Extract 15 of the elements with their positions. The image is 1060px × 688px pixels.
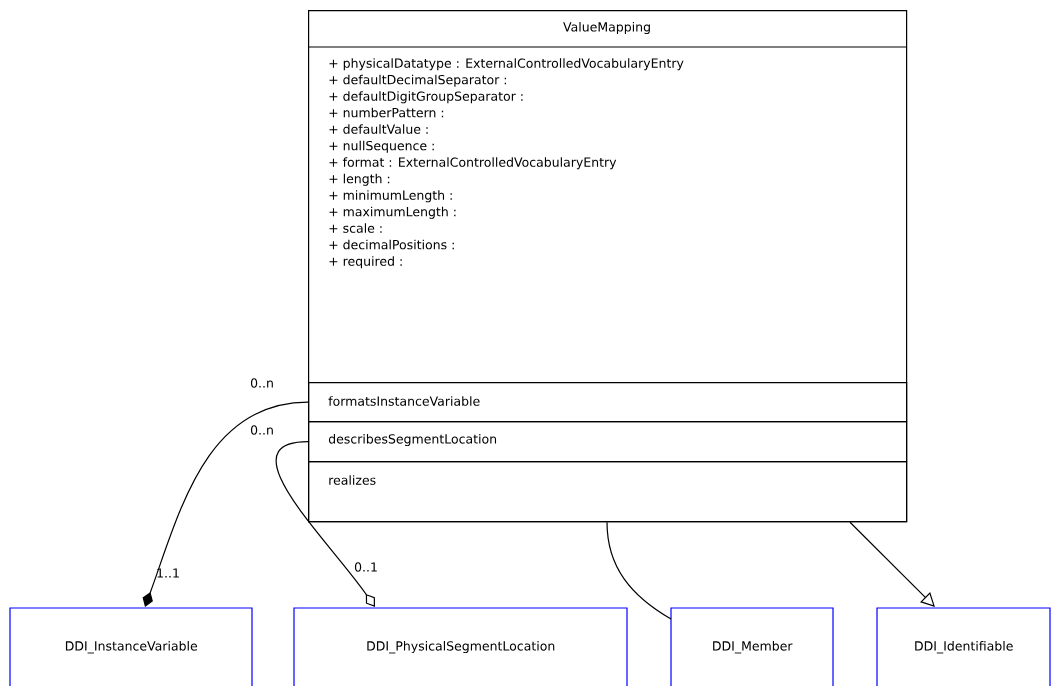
multiplicity-label: 1..1	[157, 568, 179, 578]
class-box: DDI_Identifiable	[876, 607, 1051, 687]
class-box: DDI_Member	[670, 607, 834, 687]
association-line	[275, 441, 375, 607]
compartment: realizes	[308, 461, 908, 523]
association-line	[142, 401, 309, 607]
class-box: DDI_PhysicalSegmentLocation	[293, 607, 628, 687]
association-line	[849, 521, 935, 607]
multiplicity-label: 0..n	[250, 425, 273, 435]
compartment: formatsInstanceVariable	[308, 382, 908, 423]
multiplicity-label: 0..n	[250, 378, 273, 388]
class-box: DDI_InstanceVariable	[9, 607, 253, 687]
association-line	[606, 521, 672, 620]
multiplicity-label: 0..1	[354, 562, 377, 572]
compartment: describesSegmentLocation	[308, 421, 908, 463]
